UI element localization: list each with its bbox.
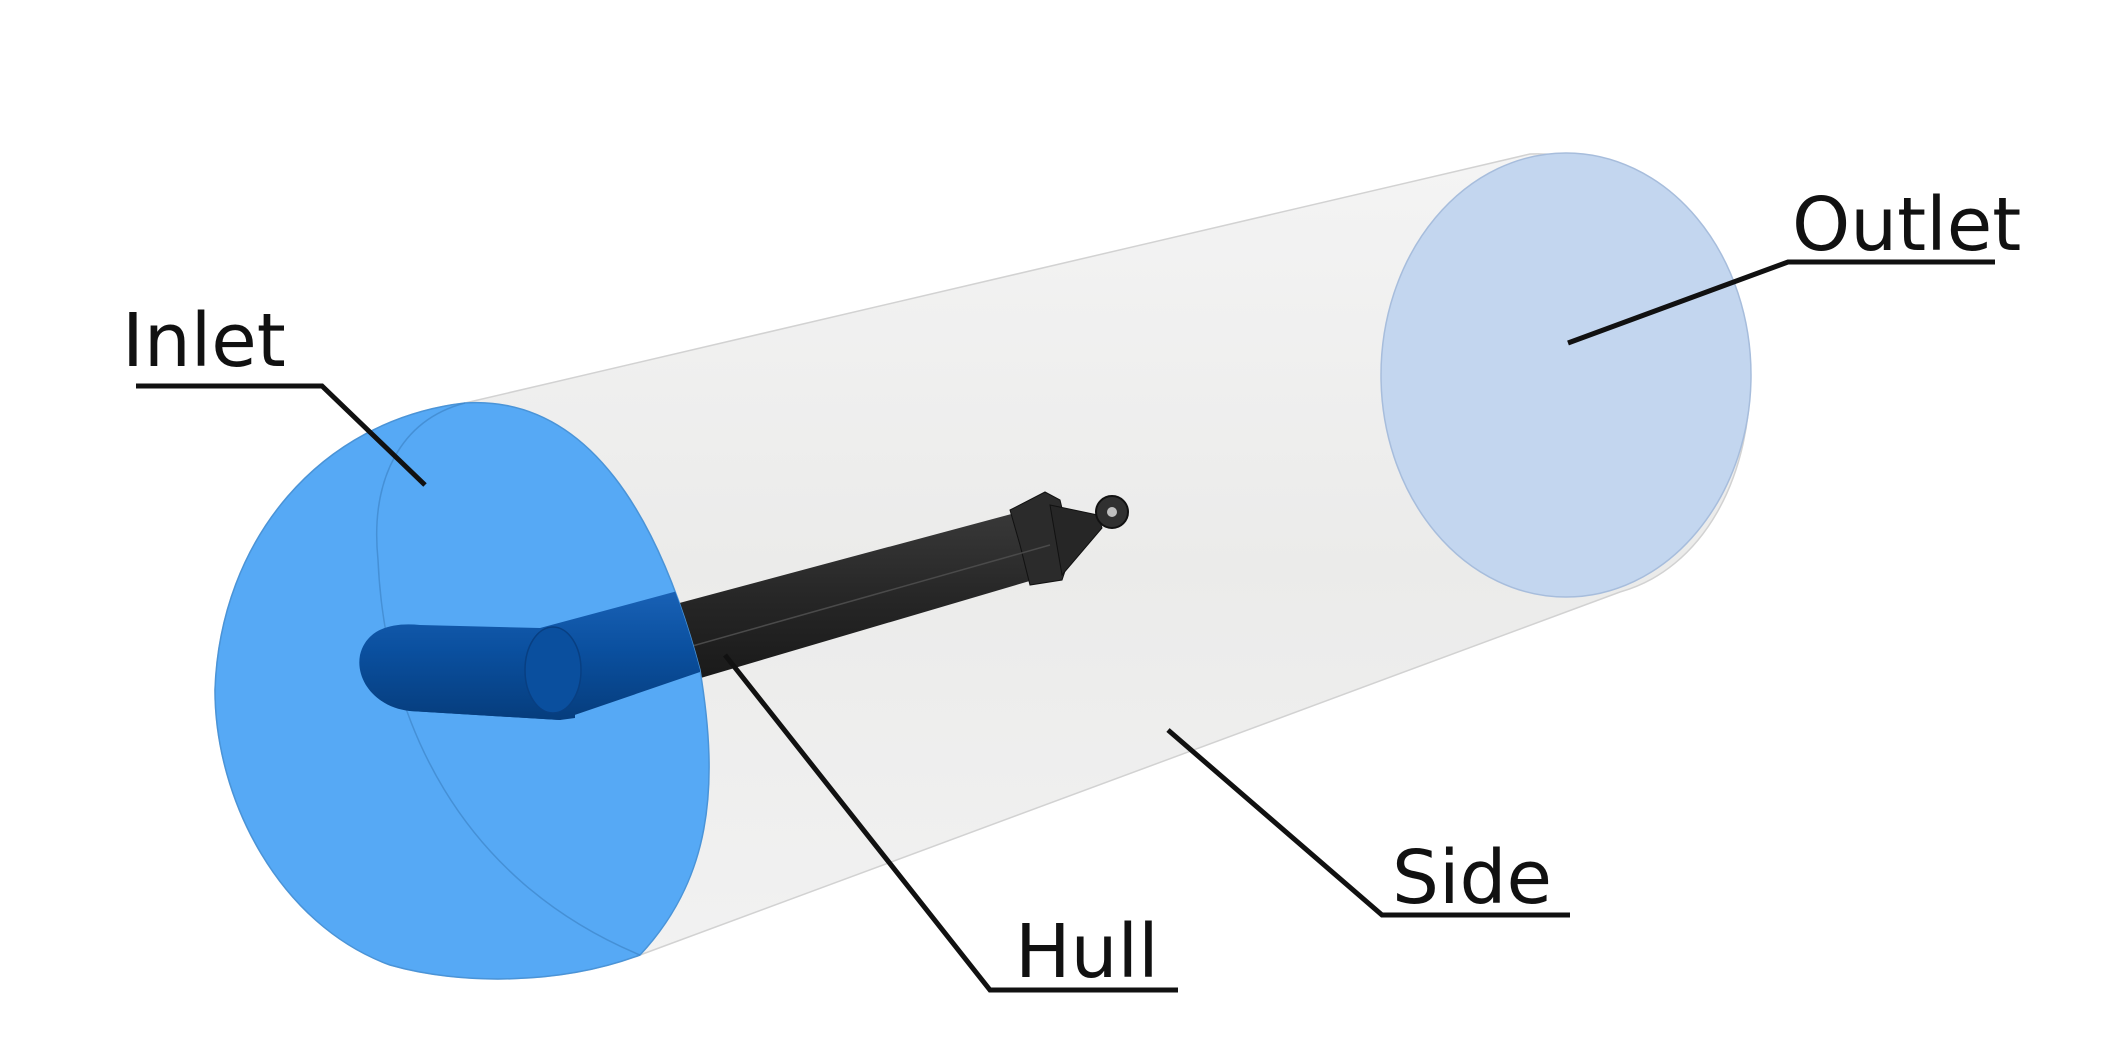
callout-labels: Inlet Outlet Hull Side [122, 182, 2021, 995]
hull-tail-cone [1049, 504, 1103, 577]
propeller-hub-center [1107, 507, 1117, 517]
leader-lines [136, 259, 1995, 993]
outlet-disc [1380, 152, 1752, 598]
hull-nose-in-inlet [359, 585, 700, 720]
outlet-leader-line [1567, 259, 1995, 346]
hull-nose-cap [524, 626, 582, 714]
inlet-leader-line [136, 383, 427, 487]
hull-leader-line [723, 653, 1178, 993]
side-leader-line [1166, 728, 1570, 918]
outlet-label: Outlet [1792, 182, 2021, 268]
side-label: Side [1392, 835, 1552, 921]
inlet-surface [214, 402, 710, 980]
hull-label: Hull [1015, 909, 1159, 995]
outlet-surface [1380, 152, 1752, 598]
inlet-label: Inlet [122, 298, 286, 384]
